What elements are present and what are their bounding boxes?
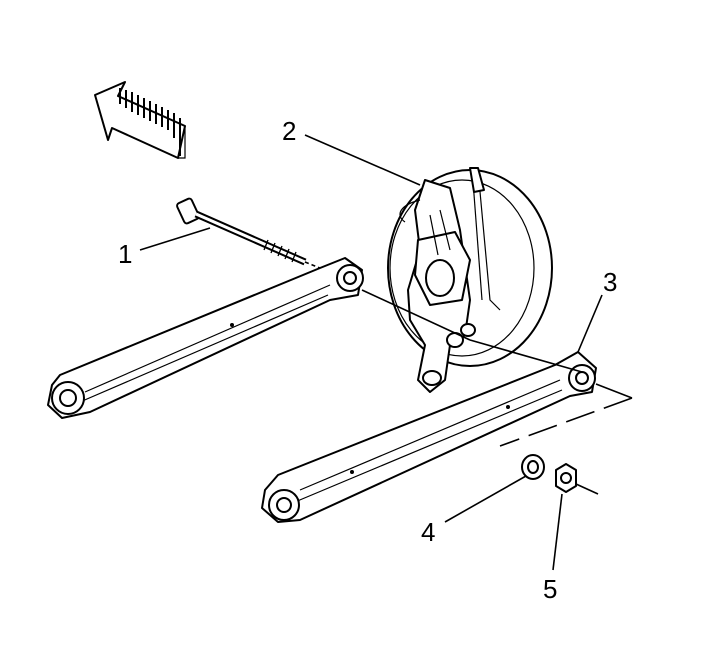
front-direction-arrow [94, 81, 186, 159]
callout-1: 1 [118, 239, 132, 269]
knuckle-assembly [387, 167, 553, 393]
lower-lateral-link [261, 339, 633, 523]
leader-lines [139, 134, 603, 571]
callout-3: 3 [603, 267, 617, 297]
upper-lateral-link [47, 257, 471, 419]
callout-4: 4 [421, 517, 435, 547]
bolt [176, 197, 331, 273]
callout-5: 5 [543, 574, 557, 604]
washer [521, 454, 545, 480]
nut [555, 463, 599, 495]
callout-2: 2 [282, 116, 296, 146]
